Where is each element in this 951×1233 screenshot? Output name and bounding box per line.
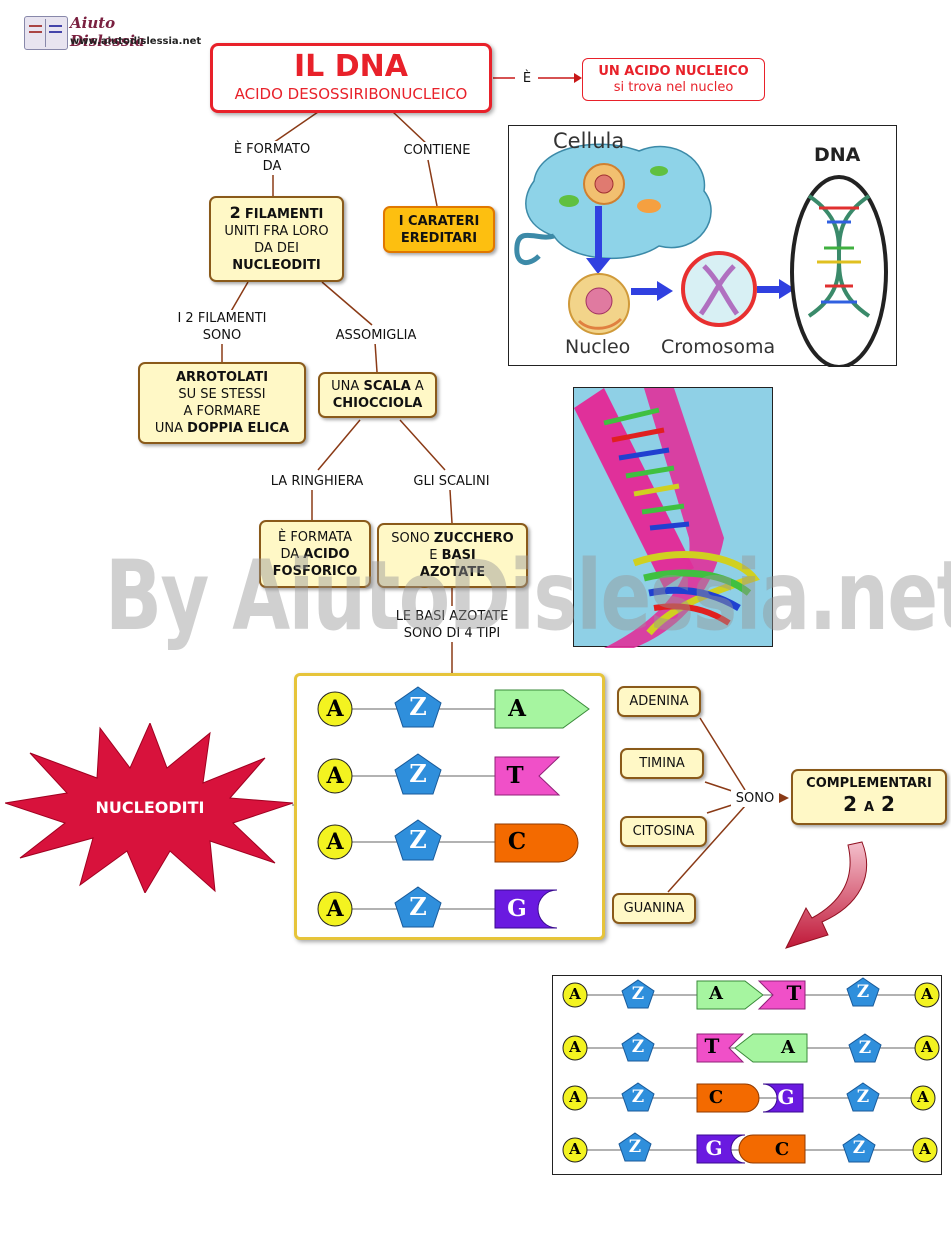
zucchero-box: SONO ZUCCHERO E BASI AZOTATE [377,523,528,588]
label-cellula: Cellula [553,129,625,153]
arrotolati-box: ARROTOLATI SU SE STESSI A FORMARE UNA DO… [138,362,306,444]
scala-box: UNA SCALA A CHIOCCIOLA [318,372,437,418]
base-name-guanina: GUANINA [612,893,696,924]
filamenti-box: 2 FILAMENTI UNITI FRA LORO DA DEI NUCLEO… [209,196,344,282]
helix-illustration [573,387,773,648]
edge-assomiglia: ASSOMIGLIA [326,327,426,344]
base-name-adenina: ADENINA [617,686,701,717]
logo: Aiuto Dislessia www.aiutodislessia.net [22,14,201,52]
title-box: IL DNA ACIDO DESOSSIRIBONUCLEICO [210,43,492,113]
label-nucleo: Nucleo [565,336,631,358]
edge-ringhiera: LA RINGHIERA [258,473,376,490]
sugar-icon: Z [409,892,427,921]
pair-phosphate-icon: A [921,1038,933,1056]
label-dna: DNA [814,144,861,166]
pair-3-left: G [705,1136,723,1160]
pair-2-left: C [708,1087,724,1108]
acido-nucleico-box: UN ACIDO NUCLEICO si trova nel nucleo [582,58,765,101]
complementari-box: COMPLEMENTARI 2 A 2 [791,769,947,825]
pair-sugar-icon: Z [631,1037,645,1057]
pair-1-right: A [781,1037,795,1058]
book-icon [24,16,68,50]
label-cromosoma: Cromosoma [661,336,776,358]
edge-sono: SONO [731,790,779,807]
pair-phosphate-icon: A [569,1038,581,1056]
pair-phosphate-icon: A [921,985,933,1003]
logo-url: www.aiutodislessia.net [70,36,202,47]
pair-phosphate-icon: A [569,985,581,1003]
phosphate-icon: A [326,896,344,922]
pair-sugar-icon: Z [856,982,870,1002]
phosphate-icon: A [326,696,344,722]
edge-contiene: CONTIENE [392,142,482,159]
base-g-icon: G [507,895,527,922]
pair-sugar-icon: Z [852,1138,866,1158]
logo-name: Aiuto Dislessia [70,14,145,50]
pair-0-left: A [709,983,723,1004]
pair-phosphate-icon: A [569,1088,581,1106]
edge-basi-azotate: LE BASI AZOTATE SONO DI 4 TIPI [382,608,522,642]
watermark: By AiutoDislessia.net [105,540,951,652]
acido-main: UN ACIDO NUCLEICO [598,64,749,79]
pair-sugar-icon: Z [858,1038,872,1058]
base-a-icon: A [508,695,526,722]
edge-scalini: GLI SCALINI [400,473,503,490]
phosphate-icon: A [326,829,344,855]
pair-phosphate-icon: A [919,1140,931,1158]
base-pairs-panel: A T T A C G G C A A A A A A A A Z Z Z Z … [552,975,942,1175]
title-sub: ACIDO DESOSSIRIBONUCLEICO [234,85,468,103]
pair-sugar-icon: Z [631,984,645,1004]
burst-label: NUCLEODITI [95,798,205,817]
cell-panel: Cellula DNA Nucleo Cromosoma [508,125,897,367]
pair-phosphate-icon: A [917,1088,929,1106]
pair-sugar-icon: Z [856,1087,870,1107]
sugar-icon: Z [409,759,427,788]
edge-formato: È FORMATO DA [222,141,322,175]
acido-sub: si trova nel nucleo [613,80,734,95]
pair-sugar-icon: Z [628,1137,642,1157]
base-c-icon: C [507,828,527,855]
edge-filamenti-sono: I 2 FILAMENTI SONO [166,310,278,344]
base-name-timina: TIMINA [620,748,704,779]
nucleotides-panel: A A A A Z Z Z Z A T C G [294,673,605,940]
pair-phosphate-icon: A [569,1140,581,1158]
caratteri-box: I CARATERI EREDITARI [383,206,495,253]
title-main: IL DNA [294,49,408,84]
pair-3-right: C [774,1139,790,1160]
edge-e: È [516,70,538,87]
base-name-citosina: CITOSINA [620,816,707,847]
base-t-icon: T [506,762,524,789]
pair-0-right: T [786,981,802,1005]
sugar-icon: Z [409,825,427,854]
nucleotidi-burst: NUCLEODITI [5,723,295,893]
pair-sugar-icon: Z [631,1087,645,1107]
pair-2-right: G [777,1085,795,1109]
pair-1-left: T [704,1034,720,1058]
sugar-icon: Z [409,692,427,721]
phosphate-icon: A [326,763,344,789]
cell-illustration [514,143,888,367]
fosforico-box: È FORMATA DA ACIDO FOSFORICO [259,520,371,588]
